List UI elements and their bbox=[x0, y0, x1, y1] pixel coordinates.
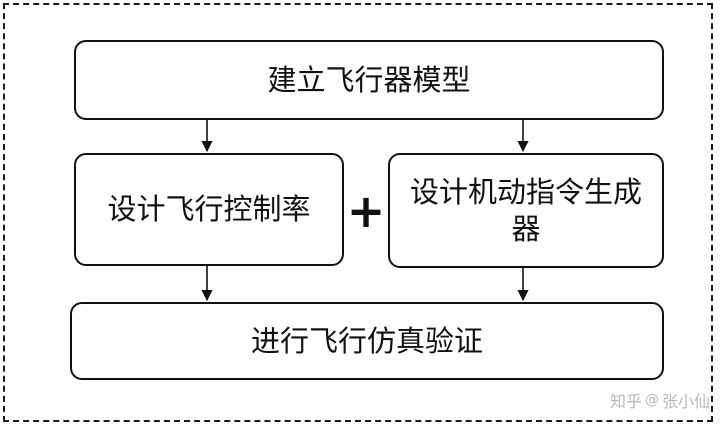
watermark-author: 张小仙 bbox=[661, 392, 710, 411]
node-label: 设计机动指令生成器 bbox=[409, 175, 642, 246]
node-design-maneuver-command-generator: 设计机动指令生成器 bbox=[388, 153, 664, 268]
plus-operator: + bbox=[346, 184, 386, 238]
node-label: 建立飞行器模型 bbox=[267, 62, 471, 97]
node-label: 进行飞行仿真验证 bbox=[250, 323, 483, 358]
watermark: 知乎 @ 张小仙 bbox=[570, 385, 710, 415]
watermark-site: 知乎 bbox=[609, 392, 642, 411]
watermark-at: @ bbox=[644, 392, 659, 408]
node-build-aircraft-model: 建立飞行器模型 bbox=[74, 40, 664, 120]
node-label: 设计飞行控制率 bbox=[107, 192, 311, 227]
dashed-border-frame bbox=[3, 3, 713, 422]
node-flight-simulation-verification: 进行飞行仿真验证 bbox=[70, 302, 664, 380]
node-design-flight-control-law: 设计飞行控制率 bbox=[74, 153, 344, 266]
